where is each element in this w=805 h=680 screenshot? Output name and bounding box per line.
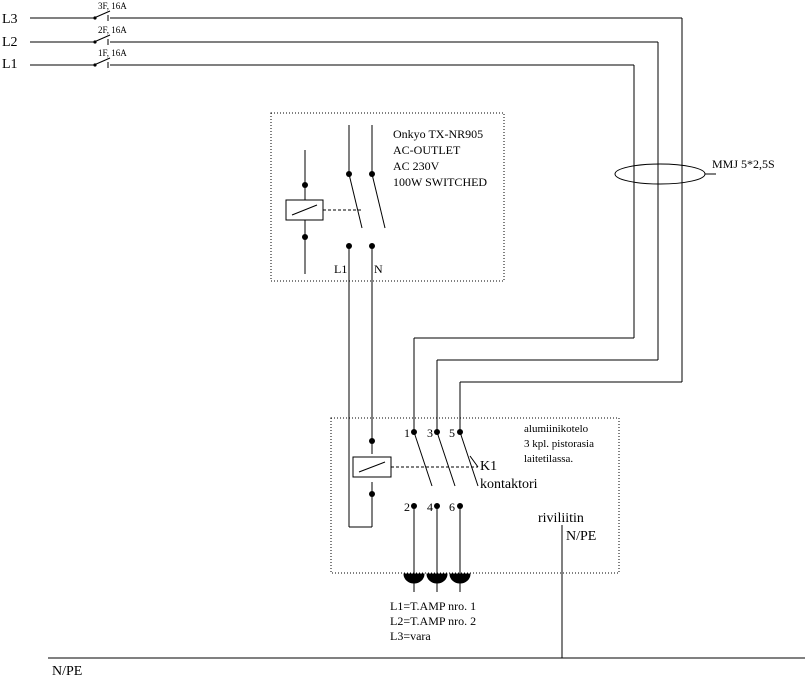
breaker-1f-label: 1F, 16A bbox=[98, 48, 127, 58]
outlet-1-icon bbox=[403, 573, 425, 584]
enclosure-note-3: laitetilassa. bbox=[524, 453, 573, 465]
breaker-2f-label: 2F, 16A bbox=[98, 25, 127, 35]
enclosure-note-1: alumiinikotelo bbox=[524, 423, 589, 435]
outlet-2-icon bbox=[426, 573, 448, 584]
terminal-4: 4 bbox=[427, 500, 433, 514]
cable-type-label: MMJ 5*2,5S bbox=[712, 157, 775, 171]
terminal-block-label: riviliitin bbox=[538, 511, 584, 526]
receiver-voltage: AC 230V bbox=[393, 159, 440, 173]
receiver-box: Onkyo TX-NR905 AC-OUTLET AC 230V 100W SW… bbox=[270, 112, 505, 282]
terminal-3: 3 bbox=[427, 426, 433, 440]
contactor-id: K1 bbox=[480, 459, 497, 474]
cable-marking: MMJ 5*2,5S bbox=[614, 157, 775, 185]
outlet-3-label: L3=vara bbox=[390, 629, 431, 643]
outlet-1-label: L1=T.AMP nro. 1 bbox=[390, 599, 476, 613]
phase-line-l3: L3 3F, 16A bbox=[2, 1, 683, 382]
phase-line-l1: L1 1F, 16A bbox=[2, 48, 635, 338]
receiver-outlet: AC-OUTLET bbox=[393, 143, 461, 157]
receiver-terminal-n: N bbox=[374, 262, 383, 276]
terminal-6: 6 bbox=[449, 500, 455, 514]
label-l1: L1 bbox=[2, 57, 18, 72]
phase-line-l2: L2 2F, 16A bbox=[2, 25, 659, 360]
contactor-name: kontaktori bbox=[480, 477, 538, 492]
terminal-5: 5 bbox=[449, 426, 455, 440]
npe-bus: N/PE bbox=[48, 657, 805, 679]
cable-routing bbox=[413, 337, 682, 432]
outlets: L1=T.AMP nro. 1 L2=T.AMP nro. 2 L3=vara bbox=[390, 573, 476, 643]
terminal-2: 2 bbox=[404, 500, 410, 514]
receiver-power: 100W SWITCHED bbox=[393, 175, 487, 189]
npe-bus-label: N/PE bbox=[52, 664, 82, 679]
contactor-box: 1 3 5 2 4 6 alumiinikotelo 3 kpl. pistor… bbox=[330, 417, 620, 658]
enclosure-note-2: 3 kpl. pistorasia bbox=[524, 438, 594, 450]
label-l2: L2 bbox=[2, 35, 18, 50]
outlet-2-label: L2=T.AMP nro. 2 bbox=[390, 614, 476, 628]
receiver-terminal-l1: L1 bbox=[334, 262, 347, 276]
receiver-model: Onkyo TX-NR905 bbox=[393, 127, 483, 141]
label-l3: L3 bbox=[2, 12, 18, 27]
breaker-3f-label: 3F, 16A bbox=[98, 1, 127, 11]
outlet-3-icon bbox=[449, 573, 471, 584]
terminal-1: 1 bbox=[404, 426, 410, 440]
control-loop bbox=[348, 262, 373, 528]
terminal-block-npe: N/PE bbox=[566, 529, 596, 544]
